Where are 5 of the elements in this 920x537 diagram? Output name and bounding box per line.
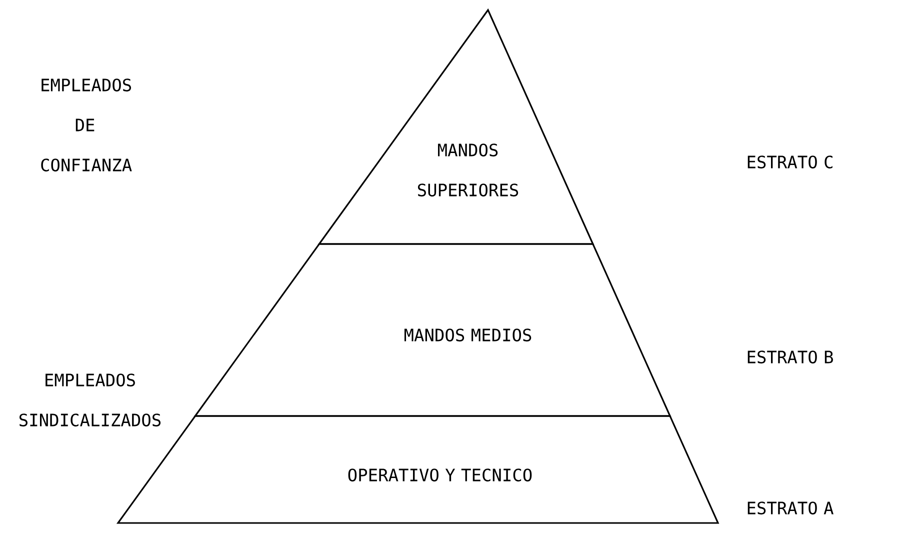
side-label: ESTRATO B [748, 350, 833, 364]
side-label: ESTRATO A [748, 502, 834, 514]
side-label: EMPLEADOS SINDICALIZADOS [20, 374, 161, 426]
side-label: EMPLEADOS DE CONFIANZA [41, 78, 132, 172]
side-label: ESTRATO C [748, 156, 832, 168]
